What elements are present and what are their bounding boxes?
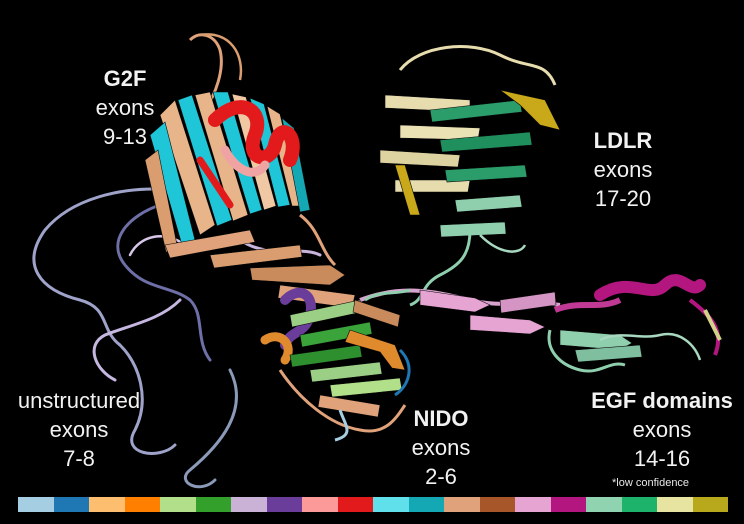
egf-label: EGF domains exons 14-16 — [582, 386, 742, 473]
color-bar-segment — [692, 497, 728, 512]
color-bar-segment — [550, 497, 586, 512]
egf-domain — [547, 274, 722, 373]
color-bar-segment — [621, 497, 657, 512]
ldlr-exons-word: exons — [593, 157, 653, 182]
color-bar-segment — [266, 497, 302, 512]
color-bar-segment — [479, 497, 515, 512]
egf-title: EGF domains — [591, 388, 733, 413]
unstructured-label: unstructured exons 7-8 — [4, 386, 154, 473]
g2f-title: G2F — [103, 66, 147, 91]
color-bar-segment — [231, 497, 267, 512]
unstructured-exons-word: exons — [49, 417, 109, 442]
nido-exons-word: exons — [411, 435, 471, 460]
unstructured-exon-range: 7-8 — [63, 446, 95, 471]
nido-domain — [260, 287, 411, 442]
g2f-exon-range: 9-13 — [102, 124, 148, 149]
g2f-domain — [144, 33, 356, 309]
color-bar-segment — [195, 497, 231, 512]
exon-color-bar — [18, 497, 728, 512]
low-confidence-note: *low confidence — [612, 477, 690, 489]
color-bar-segment — [657, 497, 693, 512]
nido-label: NIDO exons 2-6 — [396, 404, 486, 491]
linker-region — [359, 288, 561, 335]
ldlr-exon-range: 17-20 — [594, 186, 652, 211]
egf-exon-range: 14-16 — [633, 446, 691, 471]
color-bar-segment — [373, 497, 409, 512]
nido-exon-range: 2-6 — [425, 464, 457, 489]
color-bar-segment — [89, 497, 125, 512]
color-bar-segment — [408, 497, 444, 512]
ldlr-title: LDLR — [593, 128, 653, 153]
ldlr-domain — [379, 45, 561, 307]
color-bar-segment — [18, 497, 54, 512]
g2f-label: G2F exons 9-13 — [82, 64, 168, 151]
color-bar-segment — [337, 497, 373, 512]
g2f-exons-word: exons — [95, 95, 155, 120]
color-bar-segment — [515, 497, 551, 512]
color-bar-segment — [302, 497, 338, 512]
color-bar-segment — [124, 497, 160, 512]
color-bar-segment — [53, 497, 89, 512]
color-bar-segment — [586, 497, 622, 512]
color-bar-segment — [444, 497, 480, 512]
egf-exons-word: exons — [632, 417, 692, 442]
nido-title: NIDO — [413, 406, 469, 431]
color-bar-segment — [160, 497, 196, 512]
unstructured-title: unstructured — [17, 388, 141, 413]
ldlr-label: LDLR exons 17-20 — [578, 126, 668, 213]
